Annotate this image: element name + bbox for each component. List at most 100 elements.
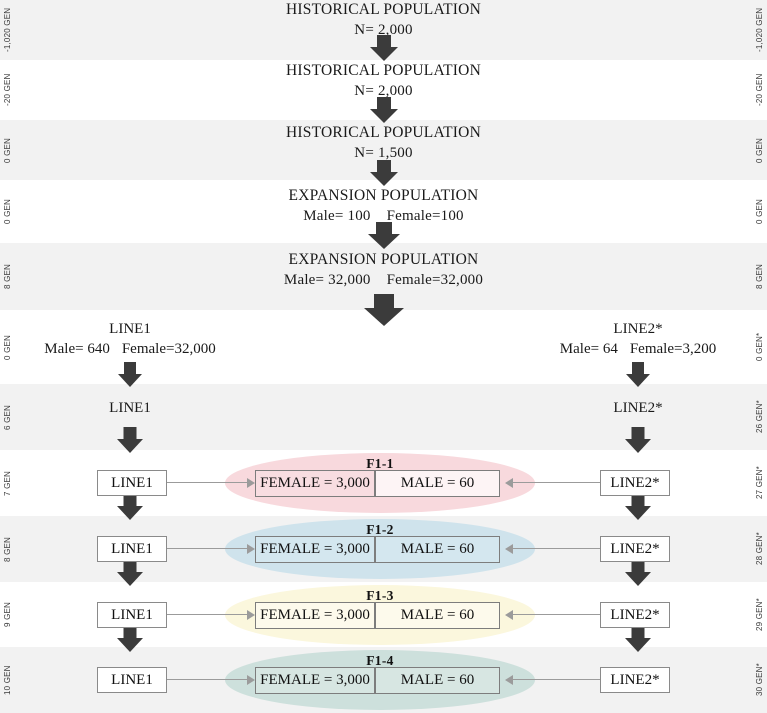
line1-to-f1-arrow [167,610,255,620]
arrow-head [626,374,650,387]
arrow-head [625,638,651,652]
generation-label-right: 0 GEN* [755,332,764,362]
arrow-head [625,439,651,453]
population-title: EXPANSION POPULATION [288,187,479,204]
population-counts: Male= 32,000 Female=32,000 [0,270,767,290]
connector-shaft [167,482,247,484]
population-title: HISTORICAL POPULATION [286,124,481,141]
down-arrow-icon [370,160,398,186]
down-arrow-icon [625,560,651,586]
generation-label-left: 9 GEN [3,602,12,628]
arrow-stem [377,160,391,172]
connector-arrowhead [247,675,255,685]
population-count-primary: Male= 100 [303,208,371,224]
generation-band [0,384,767,450]
line1-header-counts: Male= 640 Female=32,000 [20,339,240,359]
population-count-primary: Male= 32,000 [283,272,371,288]
f1-label: F1-1 [366,456,394,471]
generation-label-right: 27 GEN* [755,466,764,500]
f1-label: F1-3 [366,588,394,603]
arrow-head [364,308,404,326]
population-title: HISTORICAL POPULATION [286,1,481,18]
line1-mid-name: LINE1 [109,400,151,416]
down-arrow-icon [625,427,651,453]
down-arrow-icon [118,362,142,387]
connector-arrowhead [505,675,513,685]
f1-female-cell: FEMALE = 3,000 [255,667,375,694]
f1-male-cell: MALE = 60 [375,667,500,694]
arrow-stem [123,494,137,506]
connector-arrowhead [505,478,513,488]
connector-arrowhead [505,610,513,620]
population-block: EXPANSION POPULATION Male= 32,000 Female=3… [0,250,767,290]
line1-to-f1-arrow [167,675,255,685]
line2-parent-box: LINE2* [600,667,670,693]
arrow-stem [631,427,645,439]
connector-arrowhead [505,544,513,554]
line1-female-count: Female=32,000 [121,341,216,357]
down-arrow-icon [117,427,143,453]
down-arrow-icon [370,35,398,61]
arrow-head [118,374,142,387]
arrow-stem [123,626,137,638]
arrow-stem [376,222,392,234]
down-arrow-icon [368,222,400,249]
arrow-head [625,506,651,520]
line2-parent-box: LINE2* [600,602,670,628]
arrow-stem [632,362,644,374]
generation-label-left: 7 GEN [3,470,12,496]
f1-label: F1-2 [366,522,394,537]
generation-label-left: 6 GEN [3,404,12,430]
f1-label: F1-4 [366,653,394,668]
arrow-stem [631,626,645,638]
connector-shaft [513,482,600,484]
arrow-stem [124,362,136,374]
line1-header-name: LINE1 [109,321,151,337]
f1-female-cell: FEMALE = 3,000 [255,536,375,563]
line2-parent-box: LINE2* [600,536,670,562]
line1-parent-box: LINE1 [97,536,167,562]
connector-arrowhead [247,478,255,488]
population-count-secondary: Female=32,000 [386,272,484,288]
generation-label-right: 28 GEN* [755,532,764,566]
line2-to-f1-arrow [505,478,600,488]
line2-header-name: LINE2* [613,321,663,337]
line2-to-f1-arrow [505,610,600,620]
arrow-stem [631,560,645,572]
line2-male-count: Male= 64 [559,341,618,357]
arrow-stem [123,427,137,439]
down-arrow-icon [625,494,651,520]
down-arrow-icon [625,626,651,652]
down-arrow-icon [364,294,404,326]
f1-female-cell: FEMALE = 3,000 [255,470,375,497]
connector-shaft [513,548,600,550]
generation-label-left: 0 GEN [3,334,12,360]
connector-shaft [513,679,600,681]
line1-parent-box: LINE1 [97,602,167,628]
line1-parent-box: LINE1 [97,470,167,496]
line1-header: LINE1 Male= 640 Female=32,000 [20,320,240,359]
generation-label-left: 10 GEN [3,665,12,695]
arrow-head [368,234,400,249]
down-arrow-icon [626,362,650,387]
arrow-head [117,439,143,453]
generation-label-right: 26 GEN* [755,400,764,434]
line1-to-f1-arrow [167,544,255,554]
line1-male-count: Male= 640 [44,341,110,357]
population-title: EXPANSION POPULATION [288,251,479,268]
down-arrow-icon [117,494,143,520]
down-arrow-icon [370,97,398,123]
arrow-head [117,506,143,520]
connector-shaft [167,614,247,616]
connector-shaft [167,679,247,681]
f1-male-cell: MALE = 60 [375,602,500,629]
arrow-stem [123,560,137,572]
generation-label-right: 29 GEN* [755,598,764,631]
